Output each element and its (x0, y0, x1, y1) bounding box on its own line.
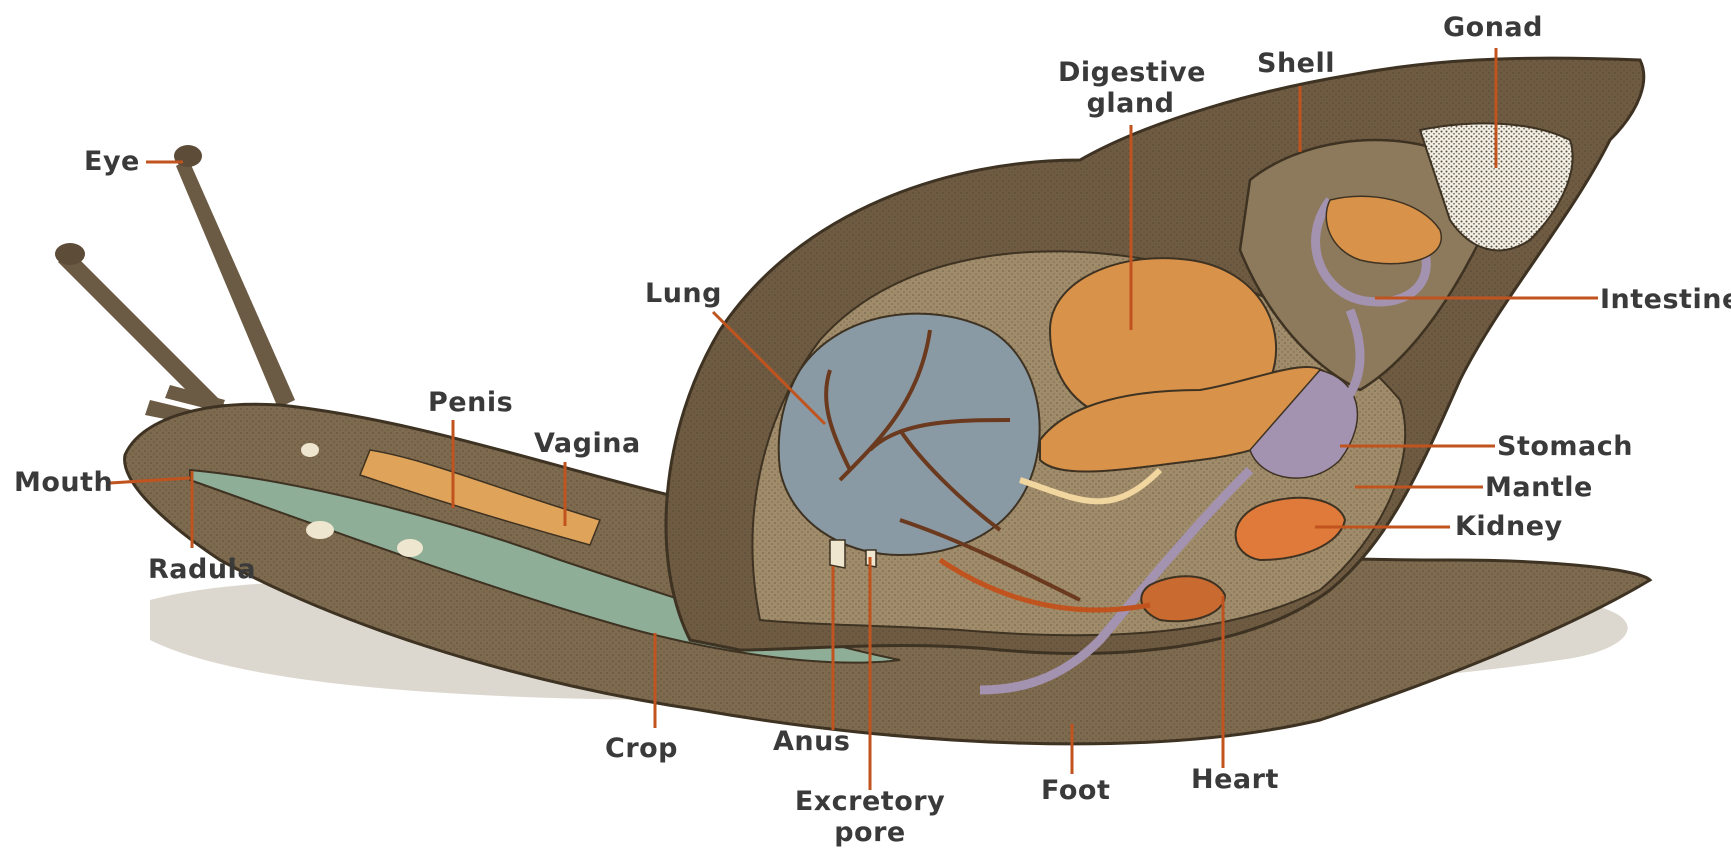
label-penis: Penis (428, 389, 513, 416)
label-mantle: Mantle (1485, 474, 1593, 501)
lung (779, 314, 1040, 555)
label-radula: Radula (148, 556, 256, 583)
label-vagina: Vagina (534, 430, 641, 457)
label-stomach: Stomach (1497, 433, 1633, 460)
label-digestive-gland-line2: gland (1058, 88, 1203, 119)
label-shell: Shell (1257, 50, 1335, 77)
label-digestive-gland: Digestive gland (1058, 57, 1203, 119)
label-heart: Heart (1191, 766, 1279, 793)
label-crop: Crop (605, 735, 678, 762)
label-eye: Eye (84, 148, 140, 175)
label-intestine: Intestine (1600, 286, 1731, 313)
label-excretory-pore-line1: Excretory (790, 786, 950, 817)
label-foot: Foot (1041, 777, 1110, 804)
label-anus: Anus (773, 728, 850, 755)
label-excretory-pore: Excretory pore (790, 786, 950, 848)
label-mouth: Mouth (14, 469, 113, 496)
label-kidney: Kidney (1455, 513, 1563, 540)
label-gonad: Gonad (1443, 14, 1543, 41)
label-excretory-pore-line2: pore (790, 817, 950, 848)
tentacles (55, 145, 295, 430)
label-lung: Lung (645, 280, 722, 307)
label-digestive-gland-line1: Digestive (1058, 57, 1203, 88)
